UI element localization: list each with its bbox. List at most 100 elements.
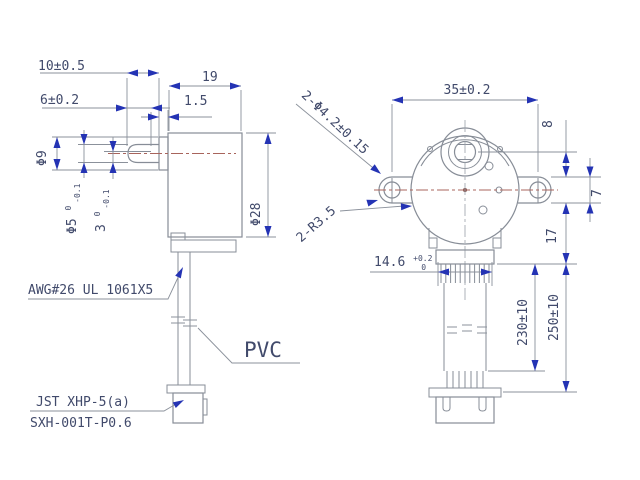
dim-shaft-dia-text: Φ5 0 -0.1 <box>60 183 82 234</box>
dim-mount-holes: 2-Φ4.2±0.15 <box>295 88 381 174</box>
dim-boss-length: 1.5 <box>141 94 212 131</box>
arrow <box>400 203 412 211</box>
connector-side <box>166 384 208 424</box>
lead-wire-side <box>171 252 197 385</box>
label-sleeve-text: PVC <box>244 338 282 362</box>
motor-bottom-plate <box>170 239 237 253</box>
dim-lead-length-outer-text: 250±10 <box>547 294 562 341</box>
dim-boss-dia-text: Φ9 <box>35 150 50 166</box>
label-wire-spec-text: AWG#26 UL 1061X5 <box>28 283 153 298</box>
dim-mount-hole-span-text: 35±0.2 <box>444 83 491 98</box>
arrow <box>370 164 381 174</box>
arrow <box>53 137 61 148</box>
sleeve-break-marks <box>447 324 487 334</box>
dim-shaft-length: 10±0.5 <box>38 59 160 146</box>
arrow <box>562 166 570 177</box>
dim-ribbon-tol-low: 0 <box>421 263 426 272</box>
dim-flat-width-tol-low: -0.1 <box>102 189 111 208</box>
dim-shaft-offset-text: 8 <box>541 120 556 128</box>
dim-tab-radius: 2-R3.5 <box>294 199 412 246</box>
label-connector-type-text: JST XHP-5(a) <box>36 395 130 410</box>
dim-flat-width-tol-up: 0 <box>93 211 102 216</box>
arrow <box>109 141 117 152</box>
arrow <box>109 162 117 173</box>
wire-fan <box>446 371 484 388</box>
arrow <box>562 253 570 264</box>
arrow <box>562 152 570 163</box>
label-sleeve-material: PVC <box>194 324 300 364</box>
dim-flat-width: 3 0 -0.1 <box>89 137 132 232</box>
motor-rim-arc <box>420 139 510 167</box>
dim-body-length: 19 <box>168 70 242 131</box>
dim-boss-length-text: 1.5 <box>184 94 207 109</box>
arrow <box>562 381 570 392</box>
label-terminal-type-text: SXH-001T-P0.6 <box>30 416 132 431</box>
arrow <box>151 104 162 112</box>
dim-ribbon-width: 14.6 +0.2 0 <box>370 254 493 286</box>
arrow <box>168 113 179 121</box>
arrow <box>148 69 159 77</box>
dim-mount-hole-span: 35±0.2 <box>391 83 539 172</box>
dim-flat-length-text: 6±0.2 <box>40 93 79 108</box>
dim-flat-length: 6±0.2 <box>40 93 170 146</box>
arrow <box>527 96 538 104</box>
arrow <box>531 360 539 371</box>
dim-tab-width: 7 <box>551 158 605 222</box>
dim-lead-length-outer: 250±10 <box>503 264 577 393</box>
arrow <box>366 199 378 207</box>
arrow <box>264 133 272 144</box>
bottom-plate-step <box>170 232 186 240</box>
connector-front <box>428 387 502 424</box>
output-shaft-side <box>127 143 159 164</box>
dim-shaft-dia-tol-low: -0.1 <box>73 183 82 202</box>
arrow <box>586 203 594 214</box>
arrow <box>531 264 539 275</box>
dim-body-length-text: 19 <box>202 70 218 85</box>
dim-tab-width-text: 7 <box>590 189 605 197</box>
arrow <box>562 203 570 214</box>
arrow <box>392 96 403 104</box>
lead-sleeve-front <box>443 283 487 371</box>
side-view-dimensions: 10±0.5 6±0.2 19 1.5 <box>28 59 300 431</box>
arrow <box>562 264 570 275</box>
front-view <box>374 120 558 424</box>
dim-body-lower-text: 17 <box>545 228 560 244</box>
dim-shaft-dia-tol-up: 0 <box>64 206 73 211</box>
arrow <box>127 69 138 77</box>
label-connector: JST XHP-5(a) SXH-001T-P0.6 <box>30 395 184 431</box>
arrow <box>230 82 241 90</box>
side-view <box>108 132 243 424</box>
arrow <box>172 400 184 408</box>
arrow <box>169 82 180 90</box>
front-view-dimensions: 35±0.2 2-Φ4.2±0.15 2-R3.5 <box>294 83 605 393</box>
hole-center-ticks <box>391 178 539 203</box>
dim-body-dia: Φ28 <box>246 132 276 238</box>
motor-body-side-outline <box>167 132 243 238</box>
dim-flat-width-text: 3 0 -0.1 <box>89 189 111 232</box>
arrow <box>175 267 183 279</box>
dim-mount-holes-text: 2-Φ4.2±0.15 <box>298 88 371 158</box>
terminal-housing <box>428 228 502 265</box>
dim-shaft-length-text: 10±0.5 <box>38 59 85 74</box>
dim-body-dia-text: Φ28 <box>249 203 264 226</box>
arrow <box>481 268 492 276</box>
dim-shaft-offset: 8 <box>478 120 577 177</box>
case-detail-holes <box>427 146 503 215</box>
arrow <box>53 159 61 170</box>
arrow <box>148 113 159 121</box>
dim-ribbon-tol-up: +0.2 <box>413 254 432 263</box>
dim-shaft-dia-base: Φ5 <box>65 218 80 234</box>
dim-lead-length-inner: 230±10 <box>488 264 545 372</box>
dim-tab-radius-text: 2-R3.5 <box>294 204 339 246</box>
dim-ribbon-width-base: 14.6 <box>374 255 405 270</box>
dim-lead-length-inner-text: 230±10 <box>516 299 531 346</box>
dim-body-lower: 17 <box>497 203 577 265</box>
label-wire-spec: AWG#26 UL 1061X5 <box>28 267 183 300</box>
arrow <box>80 134 88 145</box>
dim-shaft-dia: Φ5 0 -0.1 <box>60 130 128 234</box>
wire-break-marks <box>171 316 197 327</box>
dim-boss-dia: Φ9 <box>35 136 158 171</box>
arrow <box>586 166 594 177</box>
